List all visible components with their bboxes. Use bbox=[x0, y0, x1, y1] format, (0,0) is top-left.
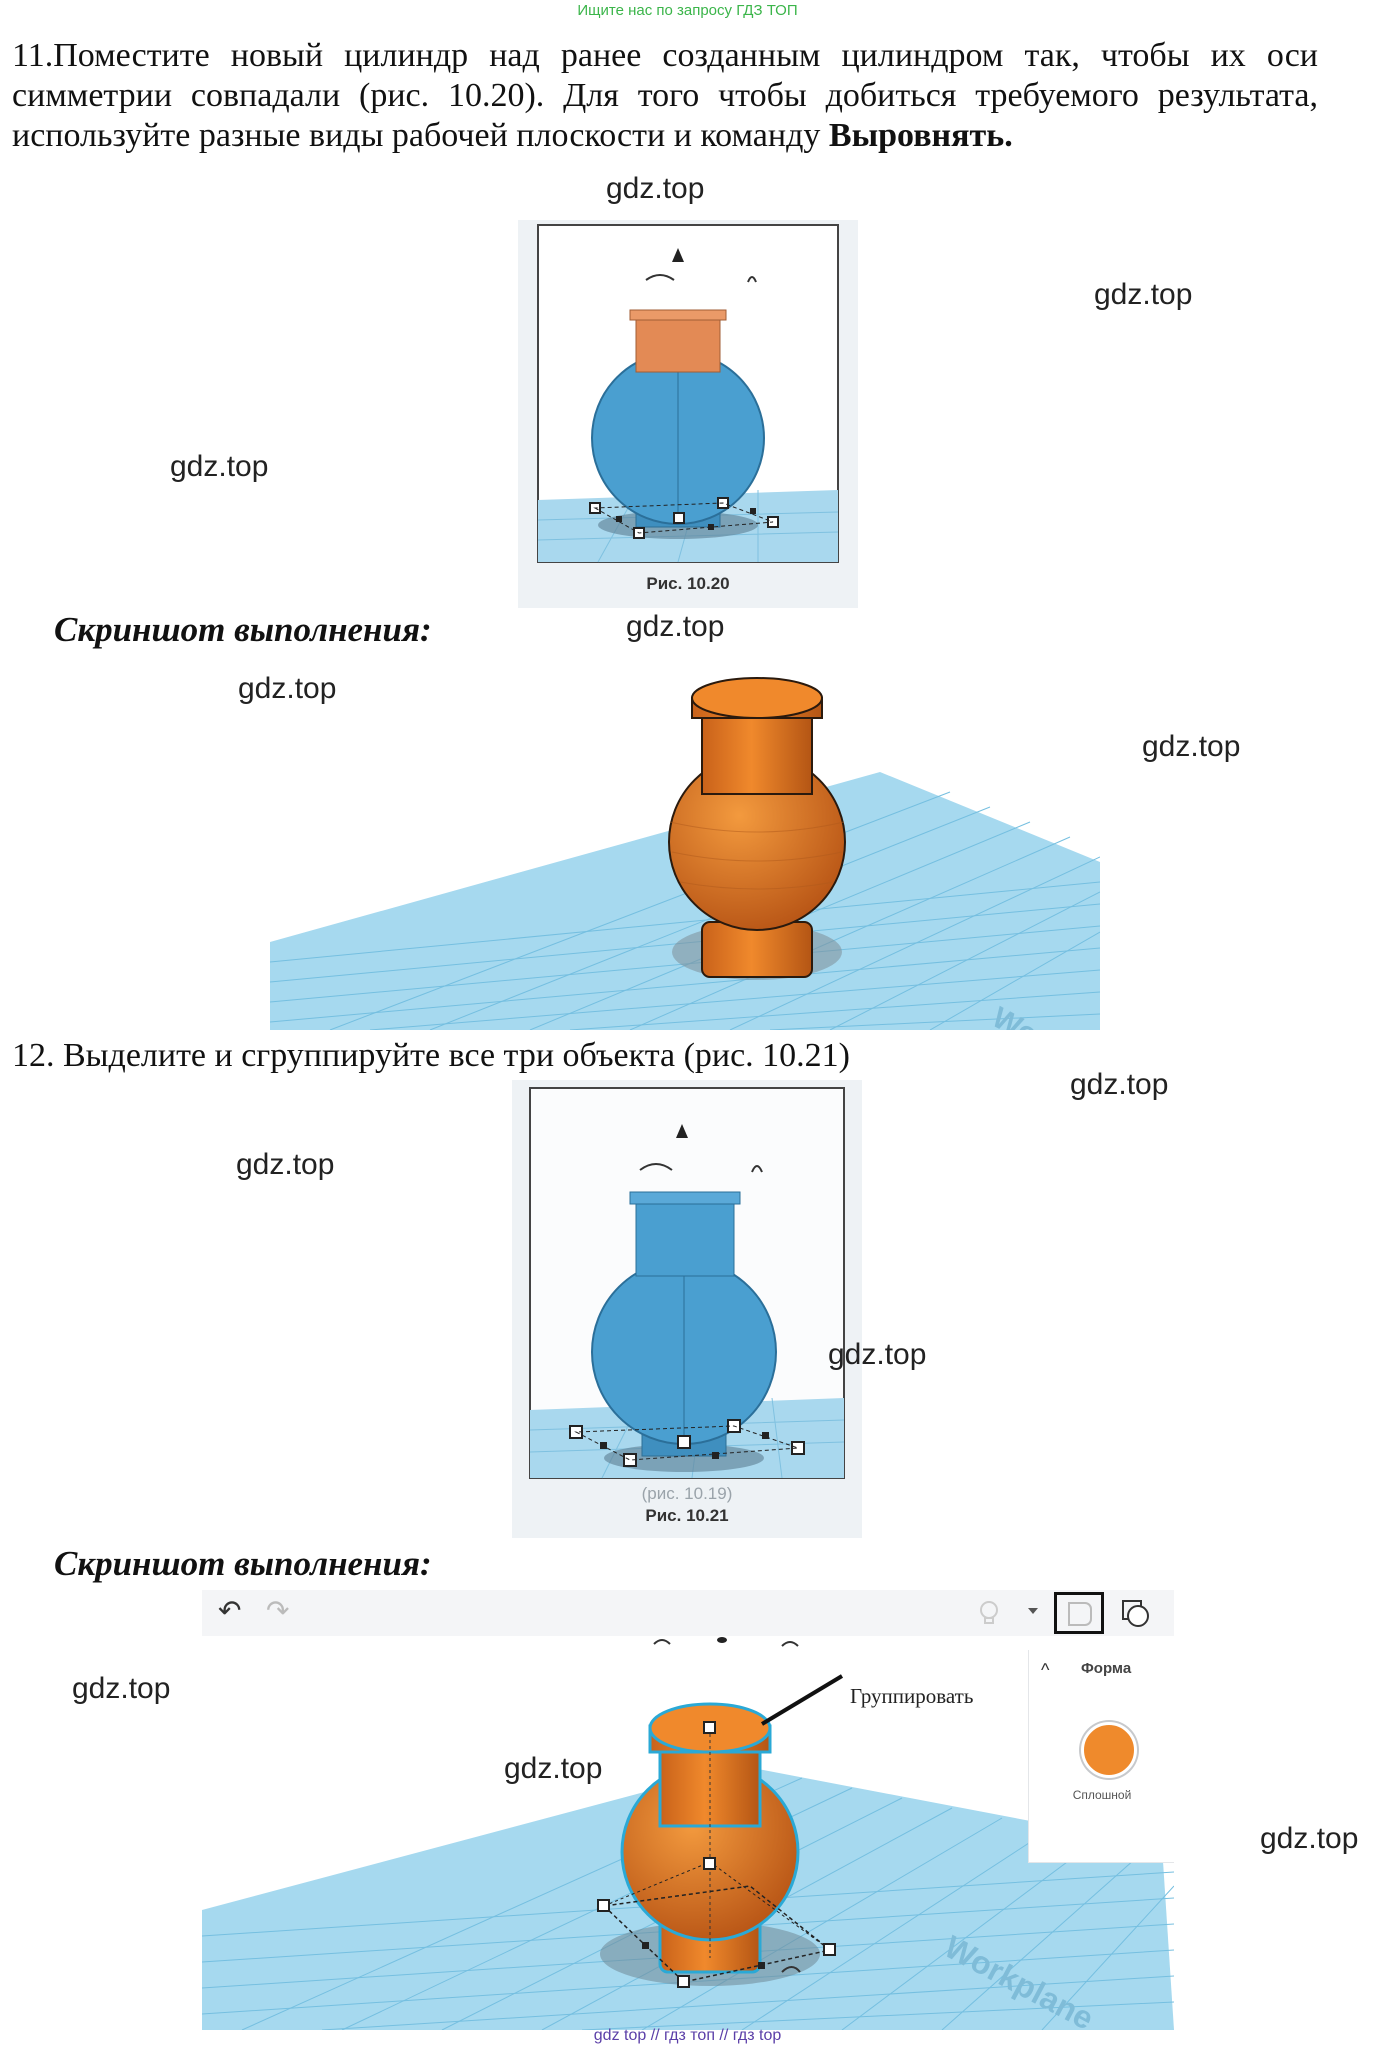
rotate-handle-left-icon[interactable] bbox=[653, 1639, 671, 1645]
watermark: gdz.top bbox=[1260, 1822, 1359, 1855]
handle-bottom[interactable] bbox=[677, 1975, 690, 1988]
lightbulb-dropdown-icon[interactable] bbox=[1028, 1608, 1038, 1614]
redo-icon[interactable]: ↷ bbox=[266, 1595, 290, 1626]
handle-top[interactable] bbox=[703, 1721, 716, 1734]
shape-panel: ^ Форма Сплошной bbox=[1028, 1650, 1174, 1863]
task-11-bold-command: Выровнять. bbox=[828, 117, 1013, 154]
screenshot-editor: ↶ ↷ Workplane bbox=[202, 1590, 1174, 2030]
figure-10-21: (рис. 10.19) Рис. 10.21 bbox=[512, 1080, 862, 1538]
group-button[interactable] bbox=[1054, 1592, 1104, 1634]
watermark: gdz.top bbox=[828, 1338, 927, 1371]
solid-label: Сплошной bbox=[1072, 1788, 1132, 1802]
undo-icon[interactable]: ↶ bbox=[218, 1595, 242, 1626]
watermark: gdz.top bbox=[72, 1672, 171, 1705]
watermark: gdz.top bbox=[1070, 1068, 1169, 1101]
solid-color-swatch[interactable] bbox=[1081, 1722, 1137, 1778]
panel-title: Форма bbox=[1081, 1660, 1132, 1677]
screenshot-vase-workplane: Workplane bbox=[270, 652, 1100, 1030]
figure-10-21-overlay-text: (рис. 10.19) bbox=[641, 1484, 733, 1503]
watermark: gdz.top bbox=[1094, 278, 1193, 311]
panel-collapse-chevron-icon[interactable]: ^ bbox=[1041, 1660, 1050, 1680]
handle-right[interactable] bbox=[823, 1943, 836, 1956]
task-12-text: 12. Выделите и сгруппируйте все три объе… bbox=[12, 1037, 850, 1074]
watermark: gdz.top bbox=[1142, 730, 1241, 763]
group-callout-label: Группировать bbox=[850, 1684, 974, 1708]
figure-10-21-drawing bbox=[512, 1080, 862, 1538]
watermark: gdz.top bbox=[170, 450, 269, 483]
editor-viewport[interactable]: Workplane bbox=[202, 1636, 1174, 2030]
bottom-banner: gdz top // гдз топ // гдз top bbox=[593, 2027, 782, 2044]
watermark: gdz.top bbox=[236, 1148, 335, 1181]
figure-10-20-caption: Рис. 10.20 bbox=[646, 574, 730, 593]
figure-10-20: Рис. 10.20 bbox=[518, 220, 858, 608]
screenshot-heading-2: Скриншот выполнения: bbox=[54, 1544, 432, 1583]
handle-left[interactable] bbox=[597, 1899, 610, 1912]
rotate-handle-right-icon[interactable] bbox=[781, 1641, 799, 1647]
group-icon bbox=[1068, 1602, 1092, 1626]
task-11-text: 11.Поместите новый цилиндр над ранее соз… bbox=[12, 37, 1318, 154]
task-11-paragraph: 11.Поместите новый цилиндр над ранее соз… bbox=[12, 36, 1318, 156]
screenshot-heading-1: Скриншот выполнения: bbox=[54, 610, 432, 649]
editor-toolbar: ↶ ↷ bbox=[202, 1590, 1174, 1637]
handle-center[interactable] bbox=[703, 1857, 716, 1870]
lift-handle-icon[interactable] bbox=[717, 1637, 727, 1643]
ungroup-icon[interactable] bbox=[1120, 1598, 1152, 1630]
top-search-banner: Ищите нас по запросу ГДЗ ТОП bbox=[577, 2, 798, 19]
lightbulb-icon[interactable] bbox=[978, 1600, 1000, 1626]
rotate-handle-bottom-icon[interactable] bbox=[781, 1966, 801, 1973]
watermark: gdz.top bbox=[626, 610, 725, 643]
watermark: gdz.top bbox=[606, 172, 705, 205]
vase-scene: Workplane bbox=[270, 652, 1100, 1030]
watermark: gdz.top bbox=[504, 1752, 603, 1785]
figure-10-21-caption: Рис. 10.21 bbox=[645, 1506, 729, 1525]
watermark: gdz.top bbox=[238, 672, 337, 705]
figure-10-20-drawing bbox=[518, 220, 858, 608]
